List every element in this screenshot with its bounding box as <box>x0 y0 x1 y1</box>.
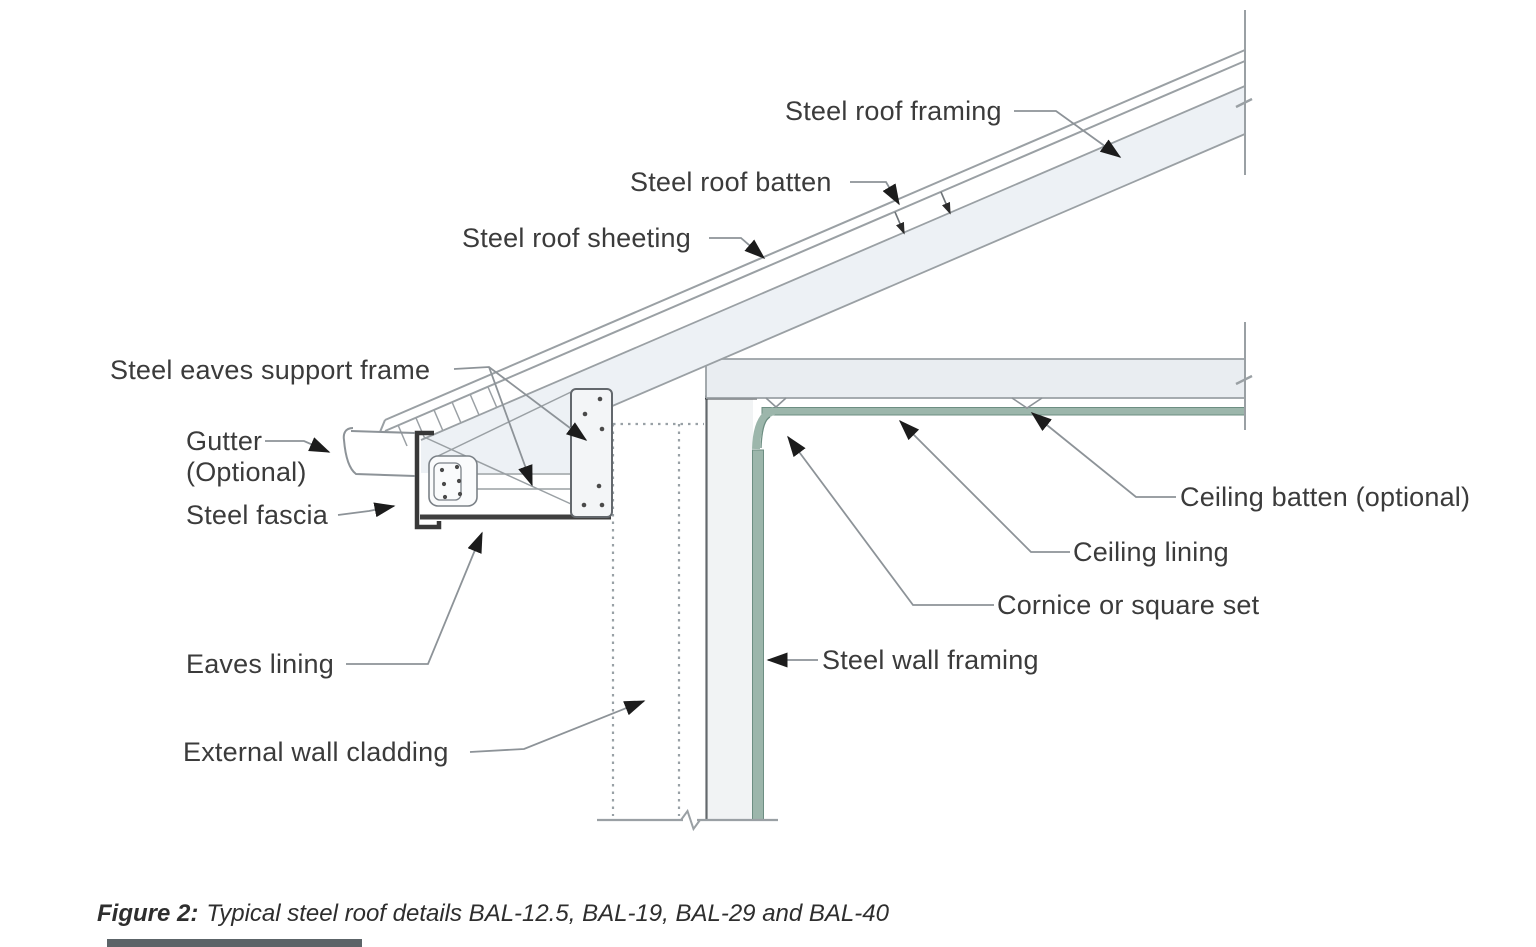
label-ceiling-batten: Ceiling batten (optional) <box>1180 482 1471 512</box>
leader-gutter <box>265 437 331 453</box>
leader-ceiling-lining <box>898 419 1070 553</box>
label-external-wall-cladding: External wall cladding <box>183 737 449 767</box>
leader-eaves-frame-b <box>488 366 533 487</box>
leader-roof-batten <box>850 181 900 206</box>
figure-caption: Figure 2: Typical steel roof details BAL-… <box>97 900 889 928</box>
steel-roof-sheeting-lines <box>379 49 1246 433</box>
gutter-shape <box>342 427 416 477</box>
label-steel-roof-batten: Steel roof batten <box>630 167 832 197</box>
steel-fascia-shape <box>414 430 442 530</box>
bottom-partial-bar <box>107 939 362 947</box>
figure-caption-text: Typical steel roof details BAL-12.5, BAL… <box>206 900 889 927</box>
leader-eaves-lining <box>346 531 483 665</box>
roof-break-line <box>1235 10 1253 175</box>
fascia-bracket <box>428 455 478 507</box>
label-steel-roof-sheeting: Steel roof sheeting <box>462 223 691 253</box>
label-eaves-lining: Eaves lining <box>186 649 334 679</box>
cornice-shape <box>752 407 776 450</box>
steel-roof-batten-marks <box>894 191 951 235</box>
label-steel-wall-framing: Steel wall framing <box>822 645 1039 675</box>
external-wall-cladding-dotted <box>611 422 704 816</box>
leader-roof-sheeting <box>709 237 766 259</box>
leader-ceiling-batten <box>1030 412 1176 498</box>
leader-wall-cladding <box>469 700 646 753</box>
label-steel-eaves-support-frame: Steel eaves support frame <box>110 355 431 385</box>
eaves-batten-rungs <box>397 386 498 447</box>
label-gutter-optional: Gutter (Optional) <box>186 426 307 488</box>
label-cornice: Cornice or square set <box>997 590 1260 620</box>
leader-lines <box>265 110 1176 753</box>
wall-base-break-line <box>597 808 778 832</box>
label-ceiling-lining: Ceiling lining <box>1073 537 1229 567</box>
leader-roof-framing <box>1014 110 1122 158</box>
ceiling-batten-marks <box>765 397 1043 409</box>
figure-caption-prefix: Figure 2: <box>97 900 199 927</box>
label-gutter-line2: (Optional) <box>186 457 307 487</box>
leader-cornice <box>787 435 994 606</box>
label-gutter-line1: Gutter <box>186 426 263 456</box>
label-steel-roof-framing: Steel roof framing <box>785 96 1002 126</box>
steel-wall-framing-shape <box>705 395 757 820</box>
ceiling-structure <box>705 358 1245 399</box>
label-steel-fascia: Steel fascia <box>186 500 328 530</box>
leader-fascia <box>337 502 396 518</box>
ceiling-break-line <box>1235 322 1253 430</box>
wall-lining-shape <box>752 449 764 821</box>
steel-eaves-support-plate <box>570 388 613 518</box>
ceiling-lining-shape <box>761 407 1246 416</box>
